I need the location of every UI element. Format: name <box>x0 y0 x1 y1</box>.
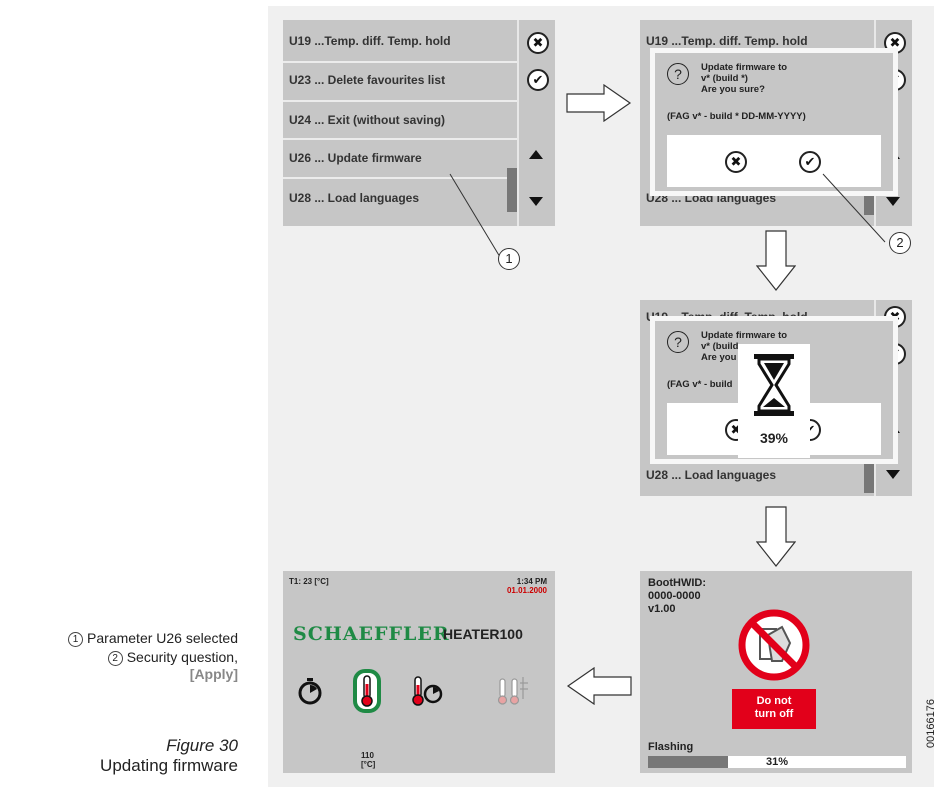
image-code: 00166176 <box>925 699 937 748</box>
target-temperature-unit: [°C] <box>361 760 376 769</box>
screen-home: T1: 23 [°C] 1:34 PM 01.01.2000 SCHAEFFLE… <box>283 571 555 773</box>
scroll-down-icon[interactable] <box>886 470 900 479</box>
scroll-down-icon[interactable] <box>886 197 900 206</box>
model-name: HEATER100 <box>443 626 523 642</box>
do-not-turn-off-warning: Do not turn off <box>732 689 816 729</box>
confirm-icon[interactable]: ✔ <box>527 69 549 91</box>
screen-security-question: U19 ...Temp. diff. Temp. hold U28 ... Lo… <box>640 20 912 226</box>
callout-1: 1 <box>498 248 520 270</box>
question-icon: ? <box>667 331 689 353</box>
flashing-progress-fill <box>648 756 728 768</box>
sidebar-divider <box>517 20 519 226</box>
arrow-right <box>566 84 632 122</box>
dialog-message-line2: v* (build *) <box>701 73 748 84</box>
dialog-button-area: ✖ ✔ <box>667 135 881 187</box>
apply-button[interactable]: ✔ <box>799 151 821 173</box>
thermometer-icon <box>361 675 373 707</box>
temperature-mode-button[interactable] <box>353 669 381 713</box>
callout-leader-1 <box>449 173 501 258</box>
progress-percent: 39% <box>759 430 789 446</box>
menu-item-u26[interactable]: U26 ... Update firmware <box>289 151 422 165</box>
arrow-left <box>566 667 632 705</box>
warning-line2: turn off <box>754 708 794 720</box>
target-temperature-value: 110 <box>361 751 374 760</box>
scroll-down-icon[interactable] <box>529 197 543 206</box>
boot-version: v1.00 <box>648 603 676 615</box>
separator <box>283 138 517 140</box>
scroll-up-icon[interactable] <box>529 150 543 159</box>
menu-item-u28[interactable]: U28 ... Load languages <box>289 191 420 205</box>
t1-temperature: T1: 23 [°C] <box>289 577 329 586</box>
dialog-message-line3: Are you sure? <box>701 84 765 95</box>
brand-logo: SCHAEFFLER <box>293 623 450 645</box>
separator <box>283 61 517 63</box>
separator <box>283 100 517 102</box>
callout-number-icon: 1 <box>68 632 84 647</box>
question-icon: ? <box>667 63 689 85</box>
menu-item-u23[interactable]: U23 ... Delete favourites list <box>289 73 446 87</box>
callout-2: 2 <box>889 232 911 254</box>
figure-caption: Updating firmware <box>100 756 238 775</box>
arrow-down <box>756 506 796 567</box>
menu-item-u24[interactable]: U24 ... Exit (without saving) <box>289 113 446 127</box>
screen-update-progress: U19 ...Temp. diff. Temp. hold U28 ... Lo… <box>640 300 912 496</box>
do-not-switch-off-icon <box>738 609 810 681</box>
dialog-message-line3: Are you <box>701 352 737 363</box>
screen-parameter-list: U19 ...Temp. diff. Temp. hold U23 ... De… <box>283 20 555 226</box>
scrollbar-thumb[interactable] <box>507 168 517 212</box>
flashing-status: Flashing <box>648 741 694 753</box>
thermometer-timer-icon[interactable] <box>411 675 445 709</box>
separator <box>283 177 517 179</box>
screen-bootloader: BootHWID: 0000-0000 v1.00 Do not turn of… <box>640 571 912 773</box>
boot-hwid-label: BootHWID: <box>648 577 707 589</box>
flashing-percent: 31% <box>766 756 789 768</box>
clock-time: 1:34 PM <box>516 577 547 586</box>
progress-overlay: 39% <box>738 344 810 458</box>
flashing-progress-bar: 31% <box>648 756 906 768</box>
figure-label: Figure 30 <box>166 736 238 755</box>
warning-line1: Do not <box>756 695 792 707</box>
boot-hwid-value: 0000-0000 <box>648 590 701 602</box>
legend-item-2-apply: [Apply] <box>189 666 238 682</box>
menu-item-u19[interactable]: U19 ...Temp. diff. Temp. hold <box>289 34 451 48</box>
scrollbar-thumb[interactable] <box>864 185 874 215</box>
callout-number-icon: 2 <box>107 651 123 666</box>
sidebar: ✖ ✔ <box>517 20 555 226</box>
confirm-dialog: ? Update firmware to v* (build *) Are yo… <box>650 48 898 196</box>
callout-leader-2 <box>822 173 886 243</box>
menu-item-u28[interactable]: U28 ... Load languages <box>646 468 777 482</box>
cancel-icon[interactable]: ✖ <box>527 32 549 54</box>
timer-icon[interactable] <box>297 677 323 705</box>
scrollbar-thumb[interactable] <box>864 463 874 493</box>
dialog-build-info: (FAG v* - build <box>667 379 733 390</box>
menu-item-u19[interactable]: U19 ...Temp. diff. Temp. hold <box>646 34 808 48</box>
hourglass-icon <box>754 354 794 416</box>
clock-date: 01.01.2000 <box>506 586 547 595</box>
thermometer-delta-icon[interactable] <box>497 675 531 709</box>
dialog-message-line1: Update firmware to <box>701 62 788 73</box>
dialog-message-line2: v* (build <box>701 341 739 352</box>
dialog-build-info: (FAG v* - build * DD-MM-YYYY) <box>667 111 806 122</box>
cancel-button[interactable]: ✖ <box>725 151 747 173</box>
arrow-down <box>756 230 796 291</box>
dialog-message-line1: Update firmware to <box>701 330 788 341</box>
